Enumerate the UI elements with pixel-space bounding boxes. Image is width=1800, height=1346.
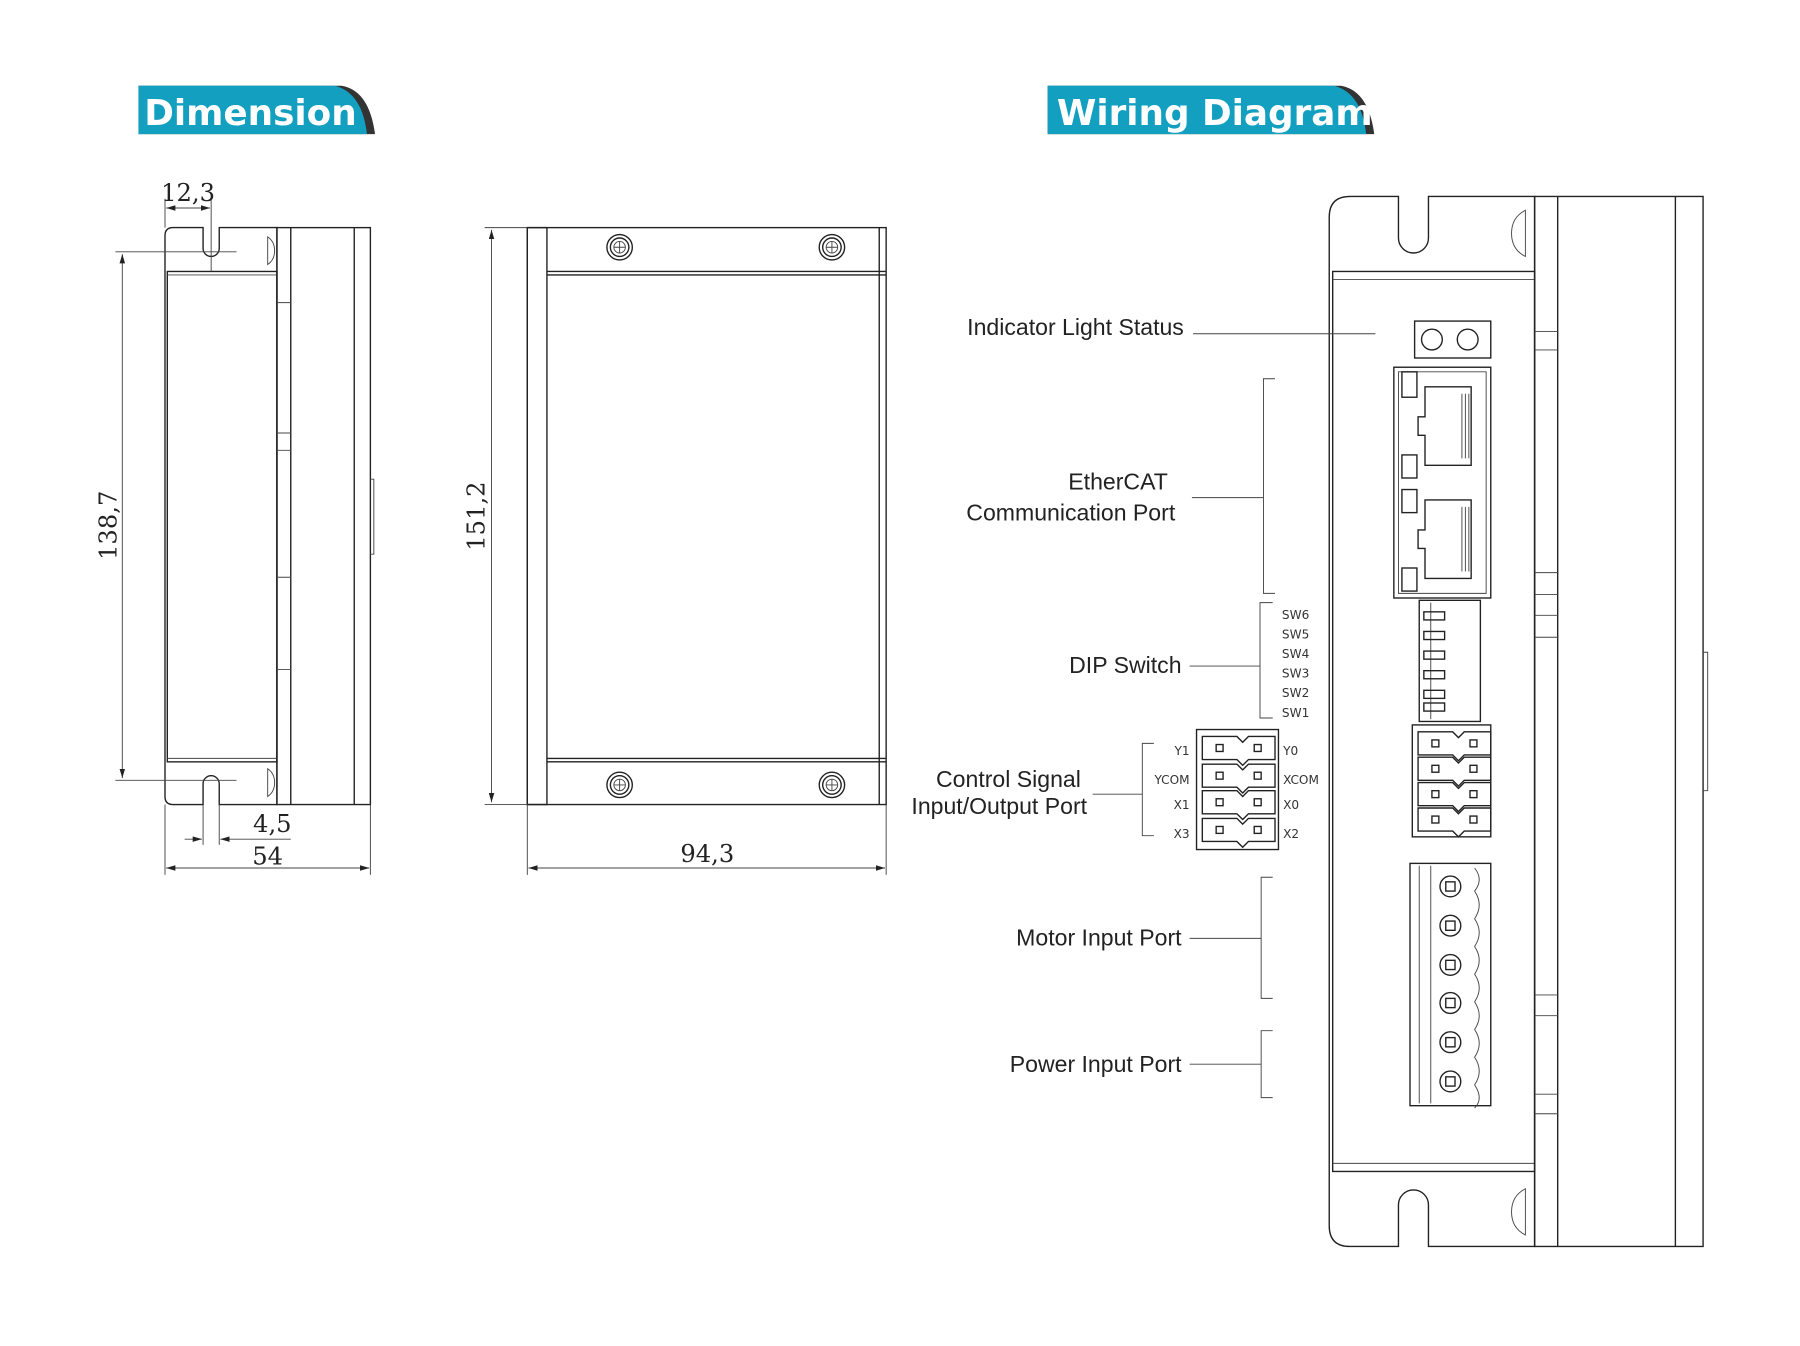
wiring-banner: Wiring Diagram — [1047, 85, 1375, 135]
dip-sw-label: SW1 — [1282, 706, 1309, 720]
side-view-drawing: 138,7 12,3 4,5 54 — [95, 179, 375, 875]
pin-label: X2 — [1283, 827, 1299, 841]
banner-bg — [1047, 85, 1367, 135]
screw-icon — [606, 771, 633, 799]
label-indicator: Indicator Light Status — [967, 314, 1376, 340]
ethercat-label-line2: Communication Port — [966, 500, 1176, 526]
dip-switch-block — [1418, 599, 1482, 723]
front-height-dim: 151,2 — [463, 481, 491, 550]
ethercat-label-line1: EtherCAT — [1068, 469, 1168, 495]
pin-label: XCOM — [1283, 773, 1319, 787]
control-connector-device — [1411, 724, 1492, 838]
label-motor: Motor Input Port — [1016, 876, 1273, 999]
pin-label: Y0 — [1282, 744, 1298, 758]
indicator-label: Indicator Light Status — [967, 314, 1184, 340]
dip-sw-label: SW4 — [1282, 647, 1310, 661]
label-control: Control Signal Input/Output Port Y1 YCOM… — [911, 728, 1319, 851]
terminal-screw-icon — [1439, 953, 1462, 976]
dip-label: DIP Switch — [1069, 652, 1181, 678]
dip-sw-label: SW3 — [1282, 667, 1309, 681]
terminal-screw-icon — [1439, 991, 1462, 1015]
terminal-screw-icon — [1439, 1070, 1462, 1093]
power-label: Power Input Port — [1010, 1051, 1182, 1077]
control-connector-detail — [1195, 728, 1280, 851]
led-icon — [1420, 328, 1443, 351]
label-ethercat: EtherCAT Communication Port — [966, 378, 1275, 594]
side-height-dim: 138,7 — [95, 491, 123, 560]
front-width-dim: 94,3 — [680, 840, 734, 868]
side-top-offset-dim: 12,3 — [161, 179, 215, 207]
rj45-port-icon — [1417, 386, 1472, 466]
power-motor-terminal — [1409, 862, 1492, 1109]
driver-device-drawing — [1328, 195, 1709, 1248]
pin-label: X1 — [1174, 798, 1190, 812]
screw-icon — [818, 233, 846, 261]
screw-icon — [606, 233, 633, 261]
motor-label: Motor Input Port — [1016, 924, 1182, 950]
side-depth-dim: 54 — [252, 843, 283, 871]
dip-sw-label: SW2 — [1282, 686, 1309, 700]
pin-label: Y1 — [1174, 744, 1190, 758]
label-dip: DIP Switch SW6 SW5 SW4 SW3 SW2 SW1 — [1069, 602, 1310, 720]
banner-bg — [138, 85, 367, 135]
terminal-screw-icon — [1439, 1031, 1462, 1054]
pin-label: YCOM — [1153, 773, 1189, 787]
dip-sw-label: SW6 — [1282, 608, 1309, 622]
ethercat-ports — [1393, 366, 1492, 599]
pin-label: X0 — [1283, 798, 1299, 812]
indicator-lights — [1413, 320, 1492, 359]
rj45-port-icon — [1417, 499, 1472, 580]
control-label-line2: Input/Output Port — [911, 793, 1087, 819]
dimension-banner: Dimension — [138, 85, 375, 135]
front-view-drawing: 151,2 94,3 — [463, 226, 887, 875]
terminal-screw-icon — [1439, 914, 1462, 937]
screw-icon — [818, 771, 846, 799]
label-power: Power Input Port — [1010, 1030, 1273, 1099]
pin-label: X3 — [1174, 827, 1190, 841]
dip-sw-label: SW5 — [1282, 627, 1309, 641]
terminal-screw-icon — [1439, 875, 1462, 898]
wiring-title: Wiring Diagram — [1057, 93, 1373, 134]
side-slot-dim: 4,5 — [253, 810, 292, 838]
control-label-line1: Control Signal — [936, 766, 1081, 792]
led-icon — [1456, 328, 1479, 351]
dimension-title: Dimension — [144, 93, 356, 134]
